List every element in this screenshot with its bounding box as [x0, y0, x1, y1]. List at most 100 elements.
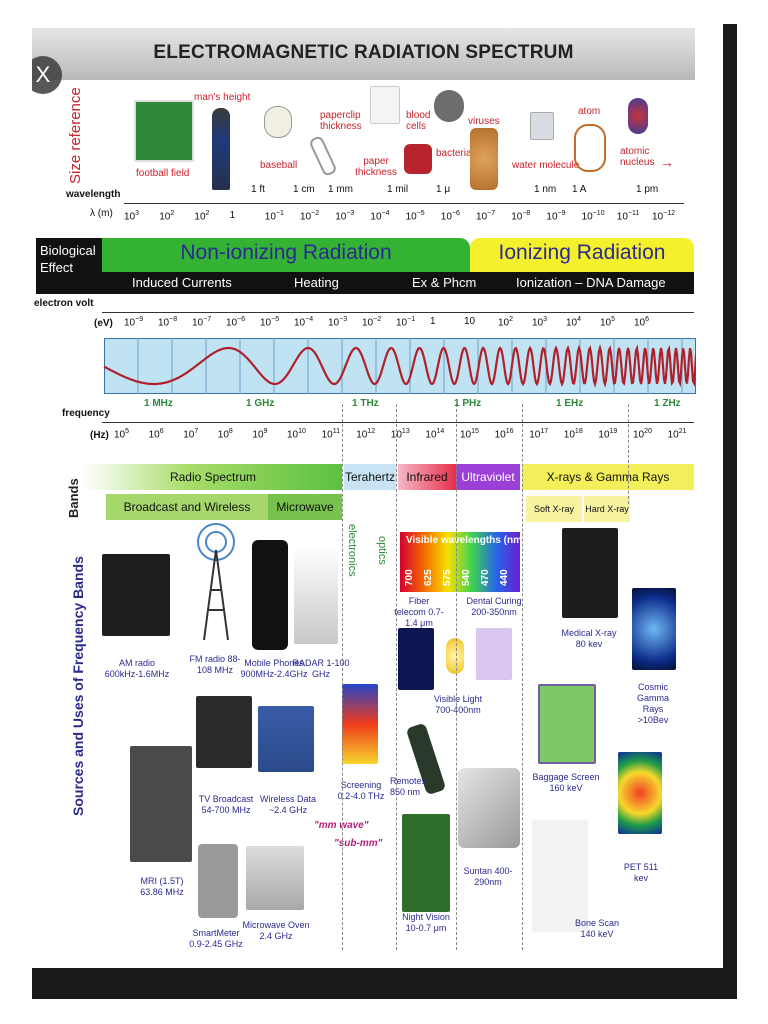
frequency-marker: 1 ZHz [654, 398, 681, 409]
pet-label: PET 511 kev [623, 862, 659, 883]
frequency-tick: 1019 [598, 428, 618, 441]
wavelength-tick: 10−7 [476, 210, 496, 223]
viruses-image [470, 128, 498, 190]
visible-light-label: Visible Light 700-400nm [433, 694, 483, 715]
ev-tick: 102 [498, 316, 514, 329]
biological-effect-label: Biological Effect [36, 238, 102, 294]
xray-gamma-band: X-rays & Gamma Rays [522, 464, 694, 490]
ev-tick: 10−3 [328, 316, 348, 329]
ionizing-band: Ionizing Radiation [470, 238, 694, 272]
infrared-band: Infrared [398, 464, 456, 490]
frequency-axis [102, 422, 694, 423]
frequency-tick: 109 [252, 428, 268, 441]
ev-tick: 106 [634, 316, 650, 329]
frequency-tick: 1013 [390, 428, 410, 441]
smartmeter-label: SmartMeter 0.9-2.45 GHz [189, 928, 243, 949]
wavelength-tick: 1 [229, 210, 236, 221]
smartmeter-image [198, 844, 238, 918]
frequency-tick: 1011 [321, 428, 340, 441]
mobile-phones-label: Mobile Phones 900MHz-2.4GHz [240, 658, 308, 679]
xray-hand-image [562, 528, 618, 618]
ev-tick: 10−8 [158, 316, 178, 329]
frequency-tick: 106 [148, 428, 164, 441]
blood-cells-label: blood cells [406, 110, 431, 132]
fm-radio-label: FM radio 88-108 MHz [189, 654, 241, 675]
ev-tick: 10−1 [396, 316, 416, 329]
size-marker: 1 mm [328, 184, 353, 195]
terahertz-band: Terahertz [344, 464, 396, 490]
remotes-label: Remotes 850 nm [390, 776, 427, 797]
ev-tick: 1 [430, 316, 436, 327]
lightbulb-image [446, 638, 464, 674]
close-button[interactable]: X [32, 56, 62, 94]
wavelength-tick: 10−4 [370, 210, 390, 223]
wavelength-tick: 10−8 [511, 210, 531, 223]
heating-label: Heating [294, 275, 339, 290]
wavelength-tick: 10−1 [264, 210, 284, 223]
wavelength-tick: 102 [194, 210, 210, 223]
microwave-oven-image [246, 846, 304, 910]
viruses-label: viruses [468, 116, 500, 127]
electron-volt-label: electron volt [34, 298, 94, 309]
mri-image [130, 746, 192, 862]
visible-wavelength-value: 575 [442, 569, 453, 586]
dental-image [476, 628, 512, 680]
wavelength-tick: 103 [124, 210, 140, 223]
microwave-band: Microwave [268, 494, 342, 520]
wavelength-tick: 10−5 [405, 210, 425, 223]
mobile-phone-image [252, 540, 288, 650]
visible-wavelength-value: 625 [423, 569, 434, 586]
radio-spectrum-band: Radio Spectrum [84, 464, 342, 490]
frequency-marker: 1 THz [352, 398, 379, 409]
frequency-tick: 108 [217, 428, 233, 441]
wave-band [104, 338, 696, 394]
visible-wavelength-value: 700 [404, 569, 415, 586]
wave-line [104, 344, 696, 389]
nucleus-image [628, 98, 648, 134]
night-vision-label: Night Vision 10-0.7 μm [402, 912, 450, 933]
screening-label: Screening 0.2-4.0 THz [337, 780, 385, 801]
pet-image [618, 752, 662, 834]
tv-image [196, 696, 252, 768]
divider [396, 404, 397, 950]
broadcast-band: Broadcast and Wireless [106, 494, 268, 520]
ev-tick: 10−2 [362, 316, 382, 329]
wavelength-unit: λ (m) [90, 208, 113, 219]
ultraviolet-band: Ultraviolet [456, 464, 520, 490]
page-title: ELECTROMAGNETIC RADIATION SPECTRUM [153, 42, 574, 63]
fiber-telecom-label: Fiber telecom 0.7-1.4 μm [394, 596, 444, 628]
visible-wavelength-value: 470 [480, 569, 491, 586]
scroll-edge [723, 24, 737, 999]
non-ionizing-label: Non-ionizing Radiation [180, 241, 392, 264]
paperclip-label: paperclip thickness [320, 110, 362, 132]
bottom-edge [32, 968, 737, 999]
divider [456, 404, 457, 950]
ev-tick: 10−4 [294, 316, 314, 329]
soft-xray-band: Soft X-ray [526, 496, 582, 522]
wavelength-tick: 10−2 [300, 210, 320, 223]
football-field-label: football field [136, 168, 190, 179]
mans-height-label: man's height [194, 92, 251, 103]
wavelength-label: wavelength [66, 189, 121, 200]
cosmic-image [632, 588, 676, 670]
fiber-image [398, 628, 434, 690]
night-vision-image [402, 814, 450, 912]
dental-curing-label: Dental Curing 200-350nm [466, 596, 522, 617]
non-ionizing-band: Non-ionizing Radiation [102, 238, 470, 272]
frequency-tick: 1012 [356, 428, 376, 441]
frequency-unit: (Hz) [90, 430, 109, 441]
water-molecule-image [530, 112, 554, 140]
ev-tick: 10−5 [260, 316, 280, 329]
wavelength-tick: 10−9 [546, 210, 566, 223]
size-marker: 1 ft [251, 184, 265, 195]
ev-tick: 10−6 [226, 316, 246, 329]
football-field-image [134, 100, 194, 162]
ex-phcm-label: Ex & Phcm [412, 275, 477, 290]
divider [342, 404, 343, 950]
wavelength-axis [124, 203, 684, 204]
baggage-image [538, 684, 596, 764]
baggage-screen-label: Baggage Screen 160 keV [532, 772, 600, 793]
microwave-oven-label: Microwave Oven 2.4 GHz [242, 920, 310, 941]
size-marker: 1 pm [636, 184, 659, 195]
suntan-label: Suntan 400-290nm [463, 866, 513, 887]
